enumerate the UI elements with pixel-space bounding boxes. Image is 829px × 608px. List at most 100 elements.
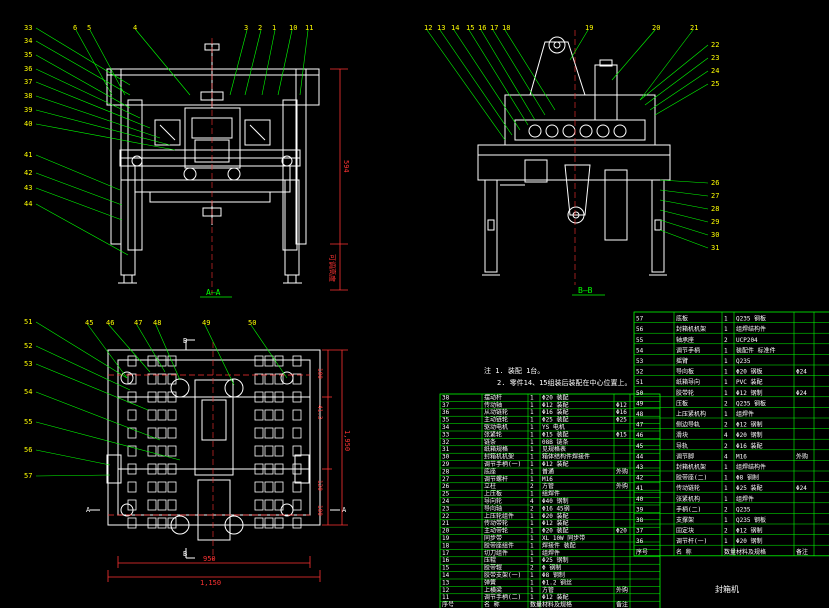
roller bbox=[292, 481, 302, 493]
bom-left-cell: 1 bbox=[530, 409, 534, 416]
bom-right-cell: Φ24 bbox=[796, 369, 807, 376]
bom-right-cell: Φ20 钢制 bbox=[736, 431, 762, 439]
roller bbox=[274, 427, 284, 439]
bom-right-cell: 4 bbox=[724, 453, 728, 460]
roller bbox=[157, 427, 167, 439]
callout-front-left-7: 40 bbox=[24, 120, 32, 128]
bom-right-cell: 2 bbox=[724, 337, 728, 344]
bom-left-cell: 1 bbox=[530, 446, 534, 453]
bom-right-cell: 39 bbox=[636, 506, 644, 513]
bom-right-cell: 侧边导轨 bbox=[676, 421, 700, 429]
leader-line bbox=[35, 391, 161, 441]
callout-top-top-5: 50 bbox=[248, 319, 256, 327]
bom-right-cell: 外购 bbox=[796, 452, 808, 460]
bom-left-cell: 方管 bbox=[542, 586, 554, 594]
bom-right-cell: 张紧机构 bbox=[676, 495, 700, 503]
bom-left-cell: 29 bbox=[442, 461, 450, 468]
title-block-name: 封箱机 bbox=[715, 584, 739, 594]
bom-right-cell: Φ24 bbox=[796, 485, 807, 492]
bom-left-cell: 30 bbox=[442, 454, 450, 461]
bom-left-cell: 导向轮 bbox=[484, 497, 502, 505]
roller bbox=[167, 481, 177, 493]
leader-line bbox=[611, 29, 656, 81]
bom-left-cell: 组焊件 bbox=[542, 549, 560, 557]
roller bbox=[127, 409, 137, 421]
bom-right-cell: 1 bbox=[724, 464, 728, 471]
notes: 注 1. 装配 1台。 2. 零件14、15组装后装配在中心位置上。 bbox=[484, 366, 632, 387]
callout-front-left-3: 36 bbox=[24, 65, 32, 73]
bom-right-cell: UCP204 bbox=[736, 337, 758, 344]
bom-left-cell: 23 bbox=[442, 505, 450, 512]
leader-line bbox=[35, 81, 151, 129]
bom-left-cell: Φ12 装配 bbox=[542, 519, 568, 527]
bom-left-cell: 组焊件 bbox=[542, 490, 560, 498]
bom-left-cell: 外购 bbox=[616, 482, 628, 490]
callout-side-top-6: 18 bbox=[502, 24, 510, 32]
bom-left-cell: 1 bbox=[530, 513, 534, 520]
bom-left-cell: 纸箱规格 bbox=[484, 445, 508, 453]
bom-left-cell: 34 bbox=[442, 424, 450, 431]
bom-left-cell: 主动链轮 bbox=[484, 416, 508, 424]
bom-right-cell: 数量 bbox=[724, 548, 736, 556]
bom-right-cell: 2 bbox=[724, 443, 728, 450]
leader-line bbox=[659, 219, 709, 236]
leader-line bbox=[35, 40, 131, 96]
bom-left-cell: 普通 bbox=[542, 467, 554, 475]
bom-right-cell: 53 bbox=[636, 358, 644, 365]
bom-right-cell: 1 bbox=[724, 517, 728, 524]
bom-right-cell: 轴承座 bbox=[676, 336, 694, 344]
bom-right-cell: 45 bbox=[636, 443, 644, 450]
bom-right-cell: 固定块 bbox=[676, 527, 694, 535]
callout-front-top-7: 11 bbox=[305, 24, 313, 32]
bom-left-cell: Φ16 45钢 bbox=[542, 504, 570, 512]
bom-left-cell: 摆动杆 bbox=[484, 393, 502, 401]
roller bbox=[264, 445, 274, 457]
bom-right-cell: 胶带轮 bbox=[676, 389, 694, 397]
bom-left-cell: Φ20 装配 bbox=[542, 393, 568, 401]
roller bbox=[127, 427, 137, 439]
front-height-dim: 594 bbox=[342, 160, 350, 173]
leader-line bbox=[468, 29, 529, 126]
bom-left-cell: Φ20 bbox=[616, 528, 627, 535]
bom-left-cell: 导向轴 bbox=[484, 504, 502, 512]
bom-left-cell: 弹簧 bbox=[484, 578, 496, 586]
bom-left-cell: 1 bbox=[530, 594, 534, 601]
bom-right-cell: 上压紧机构 bbox=[676, 410, 706, 418]
section-a-marker-left: A bbox=[86, 506, 91, 514]
bom-left-cell: 20 bbox=[442, 528, 450, 535]
callout-top-top-1: 46 bbox=[106, 319, 114, 327]
bom-right-cell: 38 bbox=[636, 517, 644, 524]
callout-top-left-4: 55 bbox=[24, 418, 32, 426]
callout-front-top-5: 1 bbox=[272, 24, 276, 32]
callout-top-left-3: 54 bbox=[24, 388, 32, 396]
bom-left-cell: 外购 bbox=[616, 467, 628, 475]
bom-right-cell: 56 bbox=[636, 326, 644, 333]
leader-line bbox=[35, 363, 149, 411]
bom-left-cell: 1 bbox=[530, 454, 534, 461]
callout-side-right-3: 25 bbox=[711, 80, 719, 88]
callout-side-right-0: 22 bbox=[711, 41, 719, 49]
leader-line bbox=[35, 474, 111, 477]
bom-left-cell: 15 bbox=[442, 565, 450, 572]
roller bbox=[147, 373, 157, 385]
bom-right-cell: Φ20 钢制 bbox=[736, 537, 762, 545]
roller bbox=[264, 409, 274, 421]
bom-right-cell: 2 bbox=[724, 422, 728, 429]
bom-right-cell: 2 bbox=[724, 506, 728, 513]
leader-line bbox=[35, 54, 131, 109]
bom-right-cell: 50 bbox=[636, 390, 644, 397]
bom-right-cell: Φ20 钢板 bbox=[736, 368, 762, 376]
bom-left-cell: Φ15 bbox=[616, 431, 627, 438]
bom-right-cell: 材料及规格 bbox=[736, 548, 766, 556]
bom-left-cell: 32 bbox=[442, 439, 450, 446]
bom-left-cell: 1 bbox=[530, 572, 534, 579]
bom-right-cell: 43 bbox=[636, 464, 644, 471]
leader-line bbox=[439, 29, 513, 136]
bom-left-cell: 调节螺杆 bbox=[484, 475, 508, 483]
bom-left-cell: 链条 bbox=[484, 438, 496, 446]
bom-left-cell: 1 bbox=[530, 557, 534, 564]
bom-left-cell: 主动带轮 bbox=[484, 527, 508, 535]
callout-front-left-0: 33 bbox=[24, 24, 32, 32]
bom-right-cell: Φ25 装配 bbox=[736, 484, 762, 492]
bom-right-cell: 滑块 bbox=[676, 431, 688, 439]
